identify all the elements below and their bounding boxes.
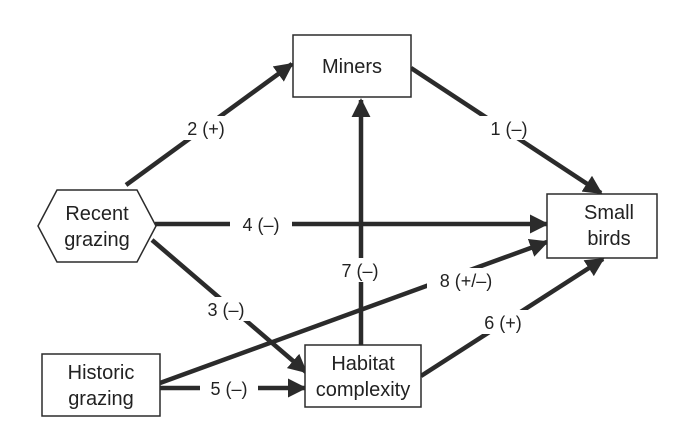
edge-4-label-text: 4 (–) [242, 215, 279, 235]
node-recent-grazing-line-2: grazing [64, 229, 130, 251]
edge-6-label-text: 6 (+) [484, 313, 522, 333]
edge-3-label: 3 (–) [197, 297, 255, 321]
edge-3-label-text: 3 (–) [207, 300, 244, 320]
node-recent-grazing: Recent grazing [37, 189, 157, 263]
node-habitat-complexity-line-2: complexity [316, 379, 410, 401]
node-small-birds-line-2: birds [587, 228, 630, 250]
edge-8-label-text: 8 (+/–) [440, 271, 493, 291]
node-small-birds: Small birds [546, 193, 658, 259]
edge-1-label: 1 (–) [480, 116, 538, 140]
node-small-birds-line-1: Small [584, 202, 634, 224]
edge-8-arrow [159, 238, 549, 386]
edge-1-label-text: 1 (–) [490, 119, 527, 139]
edge-6-label: 6 (+) [473, 310, 533, 334]
node-miners-label: Miners [322, 56, 382, 78]
node-historic-grazing: Historic grazing [41, 353, 161, 417]
edge-7-label-text: 7 (–) [341, 261, 378, 281]
node-historic-grazing-line-1: Historic [68, 362, 135, 384]
node-recent-grazing-line-1: Recent [65, 203, 129, 225]
edge-8-label: 8 (+/–) [427, 268, 505, 292]
node-miners: Miners [292, 34, 412, 98]
edge-7-label: 7 (–) [330, 258, 390, 282]
edge-5-label-text: 5 (–) [210, 379, 247, 399]
node-habitat-complexity: Habitat complexity [304, 344, 422, 408]
node-habitat-complexity-line-1: Habitat [331, 353, 395, 375]
edge-4-label: 4 (–) [230, 212, 292, 236]
edge-2-label: 2 (+) [176, 116, 236, 140]
edge-5-label: 5 (–) [200, 376, 258, 400]
node-historic-grazing-line-2: grazing [68, 388, 134, 410]
edge-2-label-text: 2 (+) [187, 119, 225, 139]
